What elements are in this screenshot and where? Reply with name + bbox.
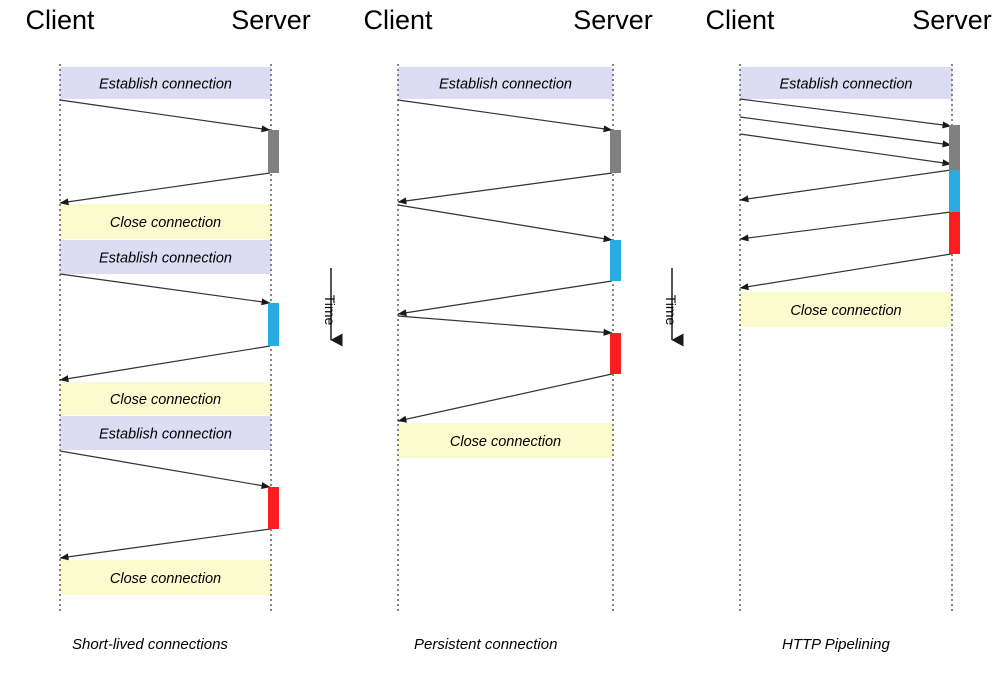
client-heading: Client bbox=[363, 5, 433, 35]
band-close-1: Close connection bbox=[398, 423, 613, 458]
activation-bar-red bbox=[268, 487, 279, 529]
band-establish-2: Establish connection bbox=[60, 240, 271, 274]
band-label: Establish connection bbox=[99, 427, 232, 443]
band-background bbox=[60, 240, 271, 274]
activation-bar-red bbox=[949, 212, 960, 254]
message-arrow-to-client bbox=[739, 169, 952, 203]
message-arrow-to-client bbox=[59, 528, 271, 561]
band-background bbox=[60, 416, 271, 450]
band-background bbox=[60, 560, 271, 595]
band-label: Close connection bbox=[450, 434, 561, 450]
panel-caption-short-lived: Short-lived connections bbox=[72, 636, 228, 653]
band-establish-4: Establish connection bbox=[60, 416, 271, 450]
band-label: Close connection bbox=[110, 392, 221, 408]
server-heading: Server bbox=[912, 5, 992, 35]
band-background bbox=[60, 67, 271, 99]
panel-caption-persistent: Persistent connection bbox=[414, 636, 557, 653]
time-axis: Time bbox=[322, 268, 343, 347]
time-axis-label: Time bbox=[663, 295, 679, 326]
message-arrow-to-client bbox=[739, 211, 952, 242]
band-label: Establish connection bbox=[780, 77, 913, 93]
message-arrow-to-server bbox=[739, 116, 952, 148]
band-background bbox=[740, 67, 952, 99]
panel-caption-pipelining: HTTP Pipelining bbox=[782, 636, 890, 653]
message-arrow-to-server bbox=[397, 315, 613, 336]
band-background bbox=[60, 204, 271, 239]
message-arrow-to-server bbox=[739, 133, 952, 167]
band-close-1: Close connection bbox=[60, 204, 271, 239]
band-close-1: Close connection bbox=[740, 292, 952, 327]
message-arrow-to-server bbox=[59, 273, 271, 306]
message-arrow-to-client bbox=[397, 373, 613, 423]
time-axis: Time bbox=[663, 268, 684, 347]
activation-bar-gray bbox=[949, 125, 960, 170]
band-label: Establish connection bbox=[439, 77, 572, 93]
message-arrow-to-client bbox=[739, 253, 952, 291]
band-background bbox=[740, 292, 952, 327]
activation-bar-blue bbox=[949, 170, 960, 212]
band-background bbox=[60, 382, 271, 415]
band-close-3: Close connection bbox=[60, 382, 271, 415]
band-label: Establish connection bbox=[99, 77, 232, 93]
band-establish-0: Establish connection bbox=[398, 67, 613, 99]
activation-bar-gray bbox=[610, 130, 621, 173]
server-heading: Server bbox=[573, 5, 653, 35]
message-arrow-to-client bbox=[397, 172, 613, 205]
message-arrow-to-server bbox=[739, 98, 952, 129]
message-arrow-to-client bbox=[59, 172, 271, 206]
message-arrow-to-server bbox=[59, 450, 271, 490]
band-background bbox=[398, 67, 613, 99]
activation-bar-blue bbox=[610, 240, 621, 281]
server-heading: Server bbox=[231, 5, 311, 35]
activation-bar-blue bbox=[268, 303, 279, 346]
message-arrow-to-client bbox=[59, 345, 271, 383]
band-background bbox=[398, 423, 613, 458]
message-arrow-to-server bbox=[397, 204, 613, 243]
band-establish-0: Establish connection bbox=[740, 67, 952, 99]
band-label: Close connection bbox=[790, 303, 901, 319]
time-axis-label: Time bbox=[322, 295, 338, 326]
band-label: Close connection bbox=[110, 215, 221, 231]
client-heading: Client bbox=[25, 5, 95, 35]
message-arrow-to-client bbox=[397, 280, 613, 317]
band-close-5: Close connection bbox=[60, 560, 271, 595]
band-label: Establish connection bbox=[99, 251, 232, 267]
band-label: Close connection bbox=[110, 571, 221, 587]
activation-bar-red bbox=[610, 333, 621, 374]
band-establish-0: Establish connection bbox=[60, 67, 271, 99]
message-arrow-to-server bbox=[397, 99, 613, 133]
activation-bar-gray bbox=[268, 130, 279, 173]
message-arrow-to-server bbox=[59, 99, 271, 133]
client-heading: Client bbox=[705, 5, 775, 35]
